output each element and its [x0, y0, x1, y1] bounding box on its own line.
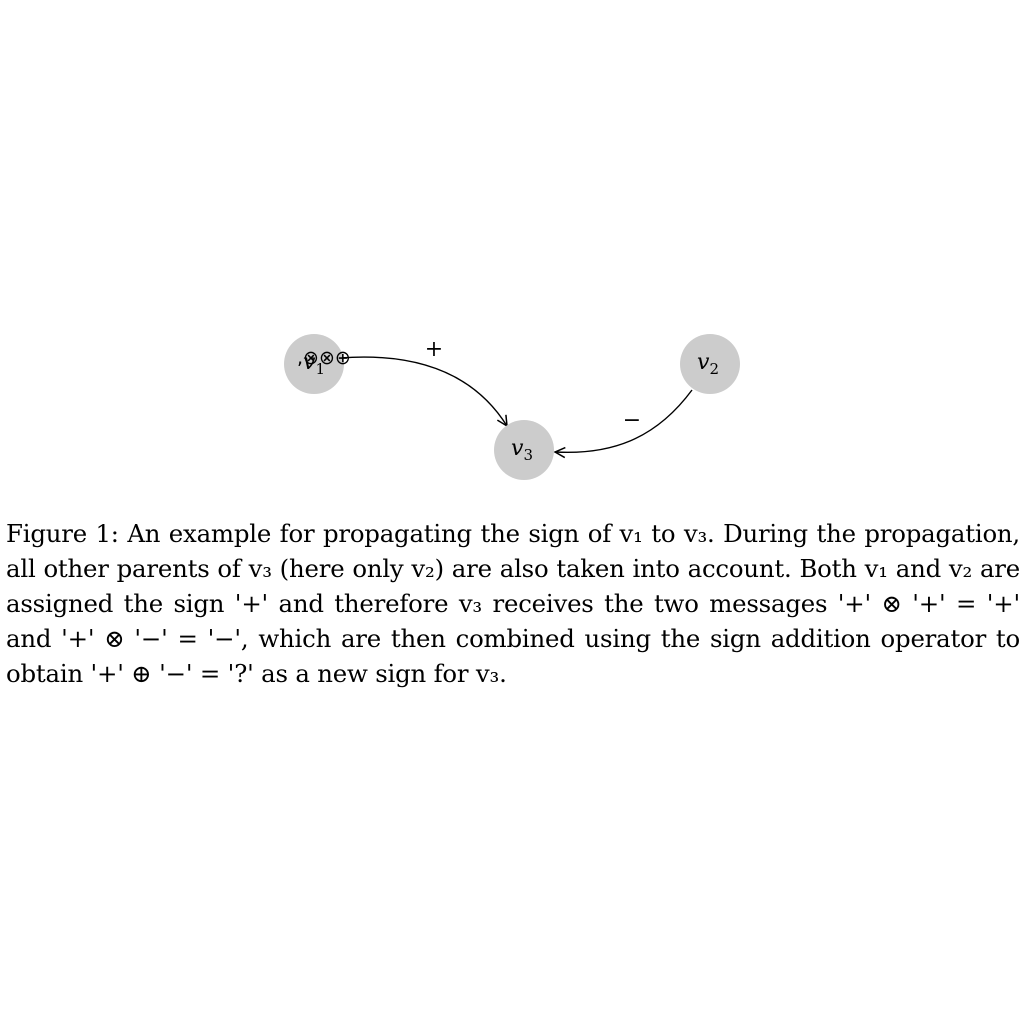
- edge-label-v1-v3: +: [425, 337, 443, 362]
- node-v1-label: v1: [303, 350, 325, 378]
- figure-caption: Figure 1: An example for propagating the…: [6, 516, 1020, 691]
- node-v2-circle: [680, 334, 740, 394]
- figure-caption-text: Figure 1: An example for propagating the…: [6, 519, 1020, 688]
- edge-label-v2-v3: −: [623, 408, 641, 433]
- operator-marks: ,⊗⊗⊕: [297, 347, 351, 369]
- node-v3: v3: [494, 420, 554, 480]
- node-v2-label: v2: [697, 350, 719, 378]
- edge-v1-v3: [339, 356, 507, 426]
- node-v3-label: v3: [511, 436, 533, 464]
- diagram: + − v1 v2 v3 ,⊗⊗⊕: [284, 334, 740, 480]
- node-v1-circle: [284, 334, 344, 394]
- node-v1: v1: [284, 334, 344, 394]
- node-v2: v2: [680, 334, 740, 394]
- edge-v2-v3: [555, 389, 693, 452]
- node-v3-circle: [494, 420, 554, 480]
